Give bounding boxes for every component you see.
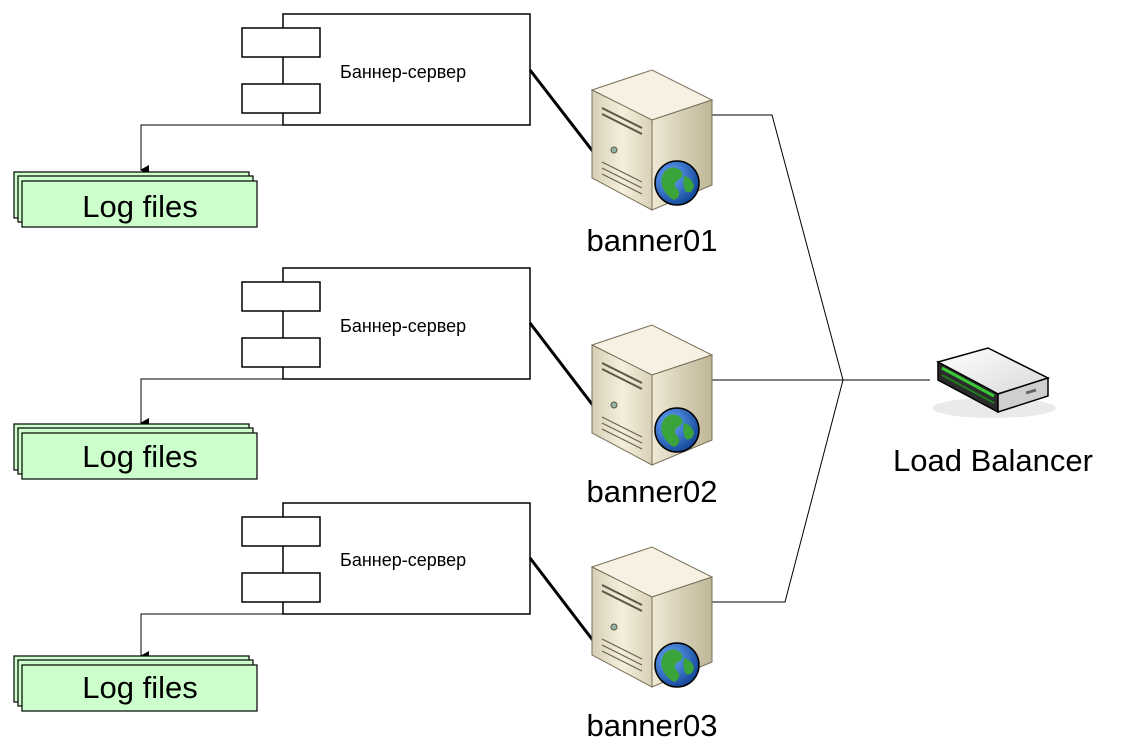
log-files[interactable]: Log files: [13, 171, 258, 228]
link-banner03: [710, 379, 844, 603]
load-balancer-label: Load Balancer: [893, 443, 1093, 478]
log-arrow: [140, 613, 283, 661]
load-balancer-icon: [932, 347, 1056, 418]
row-banner03: Баннер-сервер Log files banner03: [13, 502, 718, 743]
component-box[interactable]: Баннер-сервер: [241, 13, 531, 126]
log-arrow: [140, 124, 283, 175]
component-label: Баннер-сервер: [340, 550, 466, 570]
component-port-bottom: [241, 83, 321, 114]
load-balancer[interactable]: Load Balancer: [893, 347, 1093, 478]
component-label: Баннер-сервер: [340, 316, 466, 336]
web-server-icon[interactable]: [590, 324, 714, 466]
component-label: Баннер-сервер: [340, 62, 466, 82]
link-banner01: [710, 114, 844, 381]
row-banner01: Баннер-сервер Log files banner0: [13, 13, 718, 258]
globe-icon: [654, 642, 700, 688]
globe-icon: [654, 160, 700, 206]
component-port-bottom: [241, 572, 321, 603]
component-server-link: [528, 557, 600, 648]
network-links: [710, 114, 930, 603]
component-server-link: [528, 322, 600, 413]
component-server-link: [528, 69, 600, 159]
server-name: banner03: [586, 708, 717, 743]
log-files-label: Log files: [82, 189, 197, 224]
component-port-bottom: [241, 337, 321, 368]
server-name: banner02: [586, 474, 717, 509]
log-files[interactable]: Log files: [13, 423, 258, 480]
log-arrow: [140, 378, 283, 428]
component-box[interactable]: Баннер-сервер: [241, 502, 531, 615]
component-box[interactable]: Баннер-сервер: [241, 267, 531, 380]
log-files[interactable]: Log files: [13, 655, 258, 712]
component-port-top: [241, 281, 321, 312]
globe-icon: [654, 407, 700, 453]
web-server-icon[interactable]: [590, 69, 714, 211]
component-port-top: [241, 27, 321, 58]
web-server-icon[interactable]: [590, 546, 714, 688]
component-port-top: [241, 516, 321, 547]
row-banner02: Баннер-сервер Log files banner02: [13, 267, 718, 509]
log-files-label: Log files: [82, 670, 197, 705]
server-name: banner01: [586, 223, 717, 258]
log-files-label: Log files: [82, 439, 197, 474]
